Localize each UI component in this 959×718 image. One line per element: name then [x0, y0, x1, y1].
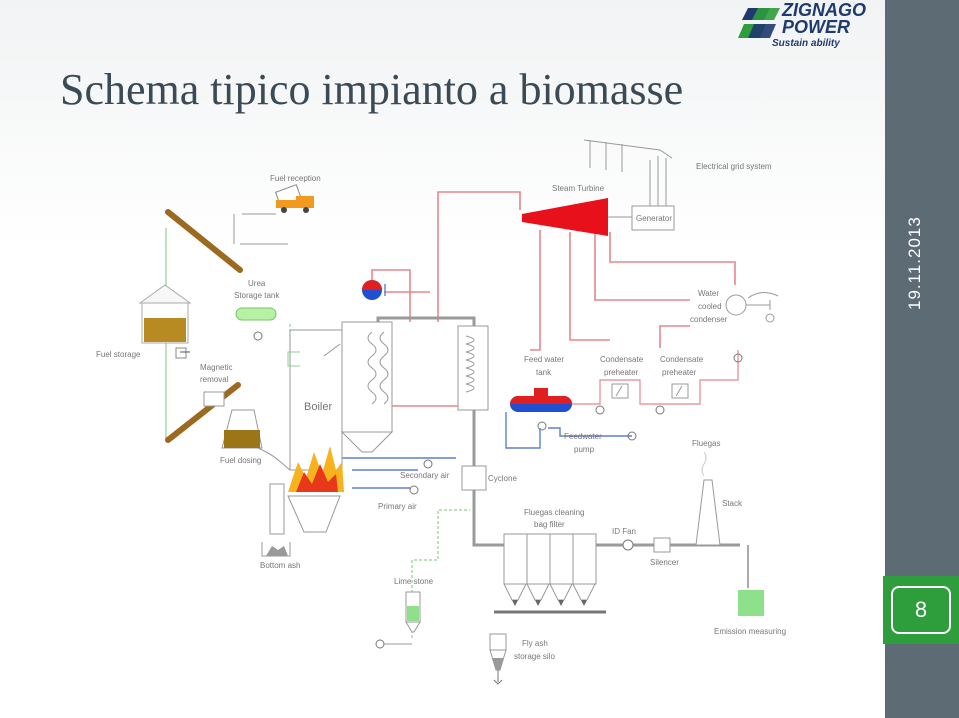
- bag-filter: [503, 533, 597, 601]
- bottom-ash-bin: [261, 542, 291, 557]
- label-fly-ash-2: storage silo: [514, 652, 555, 661]
- fly-ash-silo: [489, 633, 507, 685]
- page-number-frame: [891, 586, 951, 634]
- label-silencer: Silencer: [650, 558, 679, 567]
- label-preheater1-1: Condensate: [600, 355, 644, 364]
- cyclone: [461, 465, 487, 491]
- logo-wordmark: ZIGNAGO POWER: [782, 0, 866, 37]
- label-feed-water-1: Feed water: [524, 355, 564, 364]
- steam-turbine: [522, 198, 608, 236]
- label-magnetic-2: removal: [200, 375, 229, 384]
- stack: [695, 479, 721, 546]
- label-fluegas: Fluegas: [692, 439, 720, 448]
- label-fluegas-cleaning-2: bag filter: [534, 520, 565, 529]
- slide-date: 19.11.2013: [905, 216, 924, 310]
- fuel-dosing-hopper: [221, 409, 263, 449]
- label-preheater2-1: Condensate: [660, 355, 704, 364]
- logo-line2: POWER: [782, 17, 851, 37]
- label-fluegas-cleaning-1: Fluegas cleaning: [524, 508, 584, 517]
- label-emission-measuring: Emission measuring: [714, 627, 786, 636]
- label-magnetic-1: Magnetic: [200, 363, 232, 372]
- secondary-air-fan: [423, 459, 433, 469]
- label-bottom-ash: Bottom ash: [260, 561, 300, 570]
- silencer: [653, 537, 671, 553]
- fuel-storage-silo: [138, 284, 192, 359]
- label-fuel-dosing: Fuel dosing: [220, 456, 261, 465]
- fuel-reception: [233, 184, 314, 245]
- label-preheater2-2: preheater: [662, 368, 697, 377]
- logo-tagline: Sustain ability: [772, 38, 840, 49]
- lime-stone-silo: [375, 591, 421, 649]
- condenser: [725, 292, 779, 323]
- urea-tank: [235, 307, 277, 321]
- emission-analyzer: [738, 590, 764, 616]
- label-feedwater-pump-1: Feedwater: [564, 432, 602, 441]
- label-urea-1: Urea: [248, 279, 266, 288]
- slide-title: Schema tipico impianto a biomasse: [60, 65, 684, 114]
- label-condenser-2: cooled: [698, 302, 722, 311]
- economizer: [457, 325, 489, 411]
- label-lime-stone: Lime stone: [394, 577, 434, 586]
- label-electrical-grid: Electrical grid system: [696, 162, 772, 171]
- fuel-conveyor-upper: [165, 209, 243, 273]
- water-lines: [338, 284, 632, 489]
- label-stack: Stack: [722, 499, 743, 508]
- label-condenser-1: Water: [698, 289, 719, 298]
- logo-mark-icon: [738, 8, 780, 38]
- preheater-2: [671, 383, 689, 399]
- page-number: 8: [914, 597, 928, 622]
- logo-line1: ZIGNAGO: [782, 0, 866, 20]
- label-generator: Generator: [636, 214, 672, 223]
- label-feed-water-2: tank: [536, 368, 552, 377]
- label-boiler: Boiler: [304, 401, 332, 413]
- label-fly-ash-1: Fly ash: [522, 639, 548, 648]
- primary-air-fan: [409, 485, 419, 495]
- boiler: [269, 321, 394, 535]
- label-primary-air: Primary air: [378, 502, 417, 511]
- label-cyclone: Cyclone: [488, 474, 517, 483]
- label-fuel-reception: Fuel reception: [270, 174, 321, 183]
- feed-water-tank: [510, 388, 572, 412]
- generator: [631, 205, 675, 231]
- biomass-plant-diagram: Fuel reception Steam Turbine Electrical …: [96, 139, 786, 685]
- boiler-flame: [288, 446, 344, 492]
- label-secondary-air: Secondary air: [400, 471, 450, 480]
- label-preheater1-2: preheater: [604, 368, 639, 377]
- label-feedwater-pump-2: pump: [574, 445, 595, 454]
- label-steam-turbine: Steam Turbine: [552, 184, 605, 193]
- preheater-1: [611, 383, 629, 399]
- fuel-conveyor-lower: [165, 382, 241, 443]
- label-id-fan: ID Fan: [612, 527, 636, 536]
- filter-hoppers: [512, 600, 587, 606]
- id-fan: [622, 539, 634, 551]
- label-condenser-3: condenser: [690, 315, 728, 324]
- company-logo: ZIGNAGO POWER Sustain ability: [738, 0, 884, 52]
- magnetic-separator: [203, 391, 225, 407]
- label-urea-2: Storage tank: [234, 291, 280, 300]
- electrical-grid: [583, 139, 673, 206]
- label-fuel-storage: Fuel storage: [96, 350, 141, 359]
